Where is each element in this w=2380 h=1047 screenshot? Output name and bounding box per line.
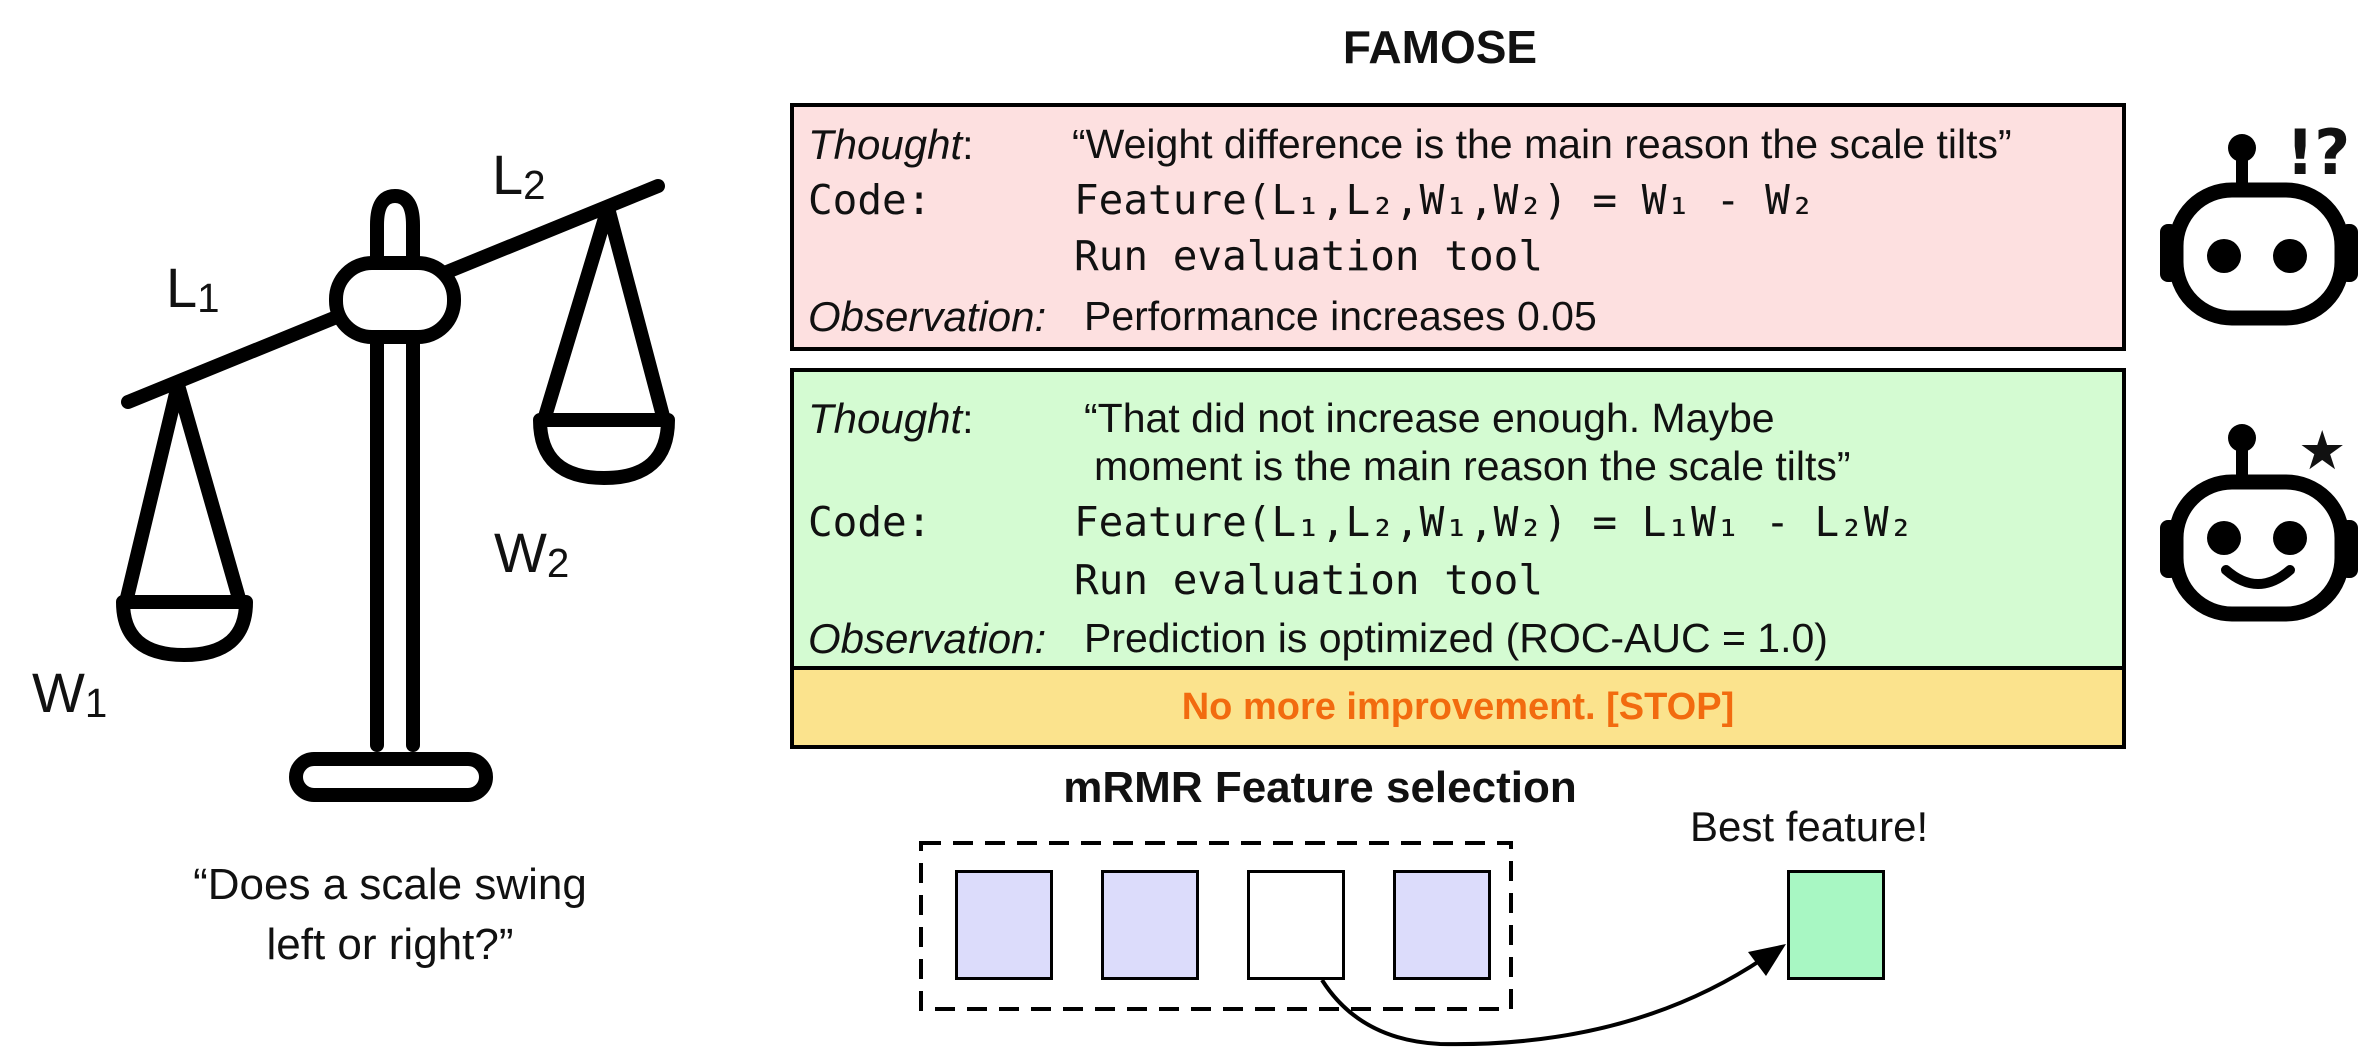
balance-scale-illustration — [116, 179, 675, 802]
label-w1: W1 — [32, 661, 108, 726]
scale-question: “Does a scale swing left or right?” — [193, 860, 587, 969]
step2-thought-line2: moment is the main reason the scale tilt… — [1094, 443, 1851, 489]
label-l2: L2 — [492, 143, 546, 208]
candidate-feature-box — [1101, 870, 1199, 980]
step1-code-label: Code: — [808, 176, 932, 224]
step2-thought-label: Thought: — [808, 395, 974, 442]
step1-observation: Performance increases 0.05 — [1084, 293, 1597, 339]
best-feature-box — [1787, 870, 1885, 980]
stop-text: No more improvement. [STOP] — [1181, 686, 1735, 728]
step1-thought-label: Thought: — [808, 121, 974, 168]
step2-code-label: Code: — [808, 498, 932, 546]
step1-code-line1: Feature(L₁,L₂,W₁,W₂) = W₁ - W₂ — [1074, 176, 1815, 224]
stop-banner: No more improvement. [STOP] — [790, 666, 2126, 749]
step2-observation-label: Observation: — [808, 615, 1047, 662]
candidate-feature-box — [955, 870, 1053, 980]
best-feature-label: Best feature! — [1690, 803, 1929, 850]
candidate-set-border — [919, 841, 1513, 1011]
step1-code-line2: Run evaluation tool — [1074, 232, 1543, 280]
mrmr-title: mRMR Feature selection — [1063, 763, 1577, 812]
step2-code-line2: Run evaluation tool — [1074, 556, 1543, 604]
confused-robot-icon — [2160, 134, 2358, 326]
robot2-star: ★ — [2298, 419, 2347, 482]
step2-code-line1: Feature(L₁,L₂,W₁,W₂) = L₁W₁ - L₂W₂ — [1074, 498, 1914, 546]
step1-thought: “Weight difference is the main reason th… — [1072, 121, 2012, 167]
step2-thought-line1: “That did not increase enough. Maybe — [1084, 395, 1775, 441]
robot1-mark: !? — [2286, 116, 2351, 189]
label-l1: L1 — [166, 256, 220, 321]
step1-observation-label: Observation: — [808, 293, 1047, 340]
selection-arrow — [1320, 944, 1786, 1047]
step2-observation: Prediction is optimized (ROC-AUC = 1.0) — [1084, 615, 1828, 661]
selected-feature-box — [1247, 870, 1345, 980]
diagram-title: FAMOSE — [1342, 21, 1538, 73]
candidate-feature-box — [1393, 870, 1491, 980]
label-w2: W2 — [494, 521, 570, 586]
happy-robot-icon — [2160, 424, 2358, 622]
step1-panel — [790, 103, 2126, 351]
